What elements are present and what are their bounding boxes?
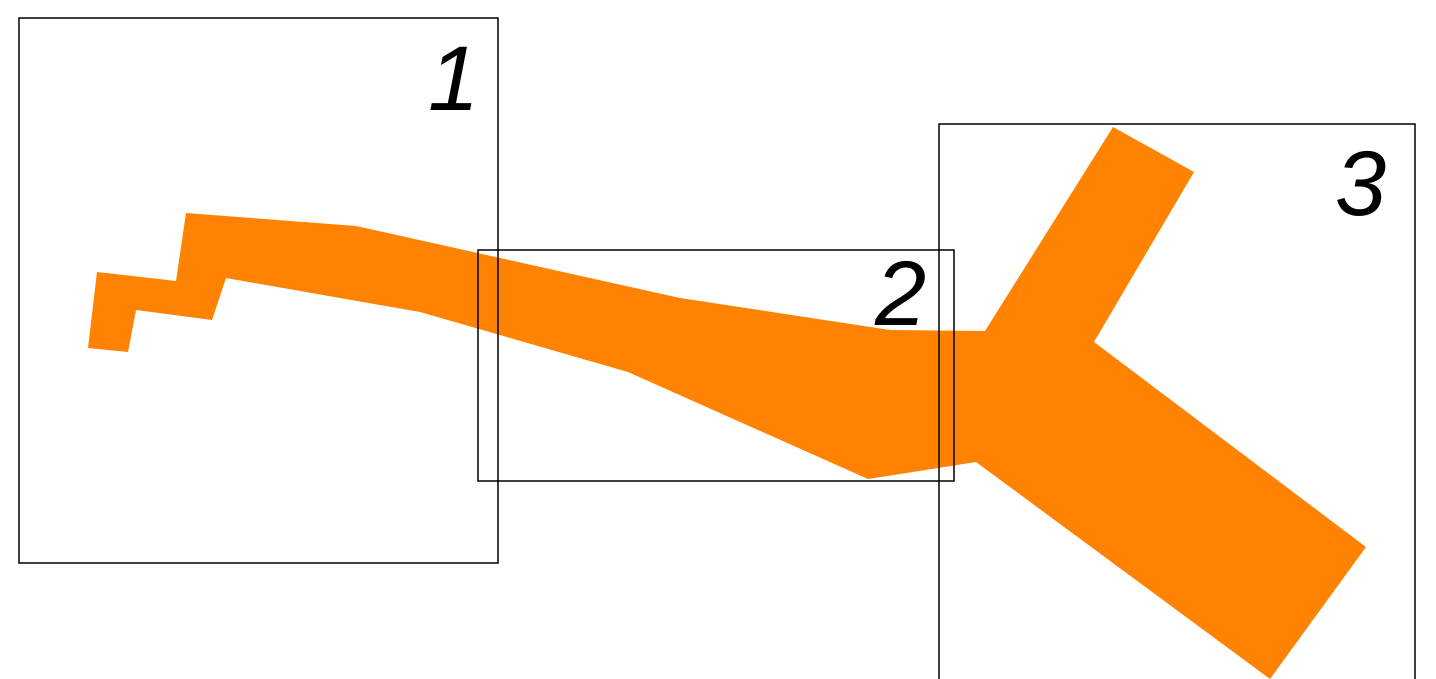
river-shape-icon bbox=[88, 127, 1366, 679]
region-label-3: 3 bbox=[1335, 133, 1386, 235]
region-label-1: 1 bbox=[428, 28, 479, 130]
region-label-2: 2 bbox=[874, 243, 926, 345]
